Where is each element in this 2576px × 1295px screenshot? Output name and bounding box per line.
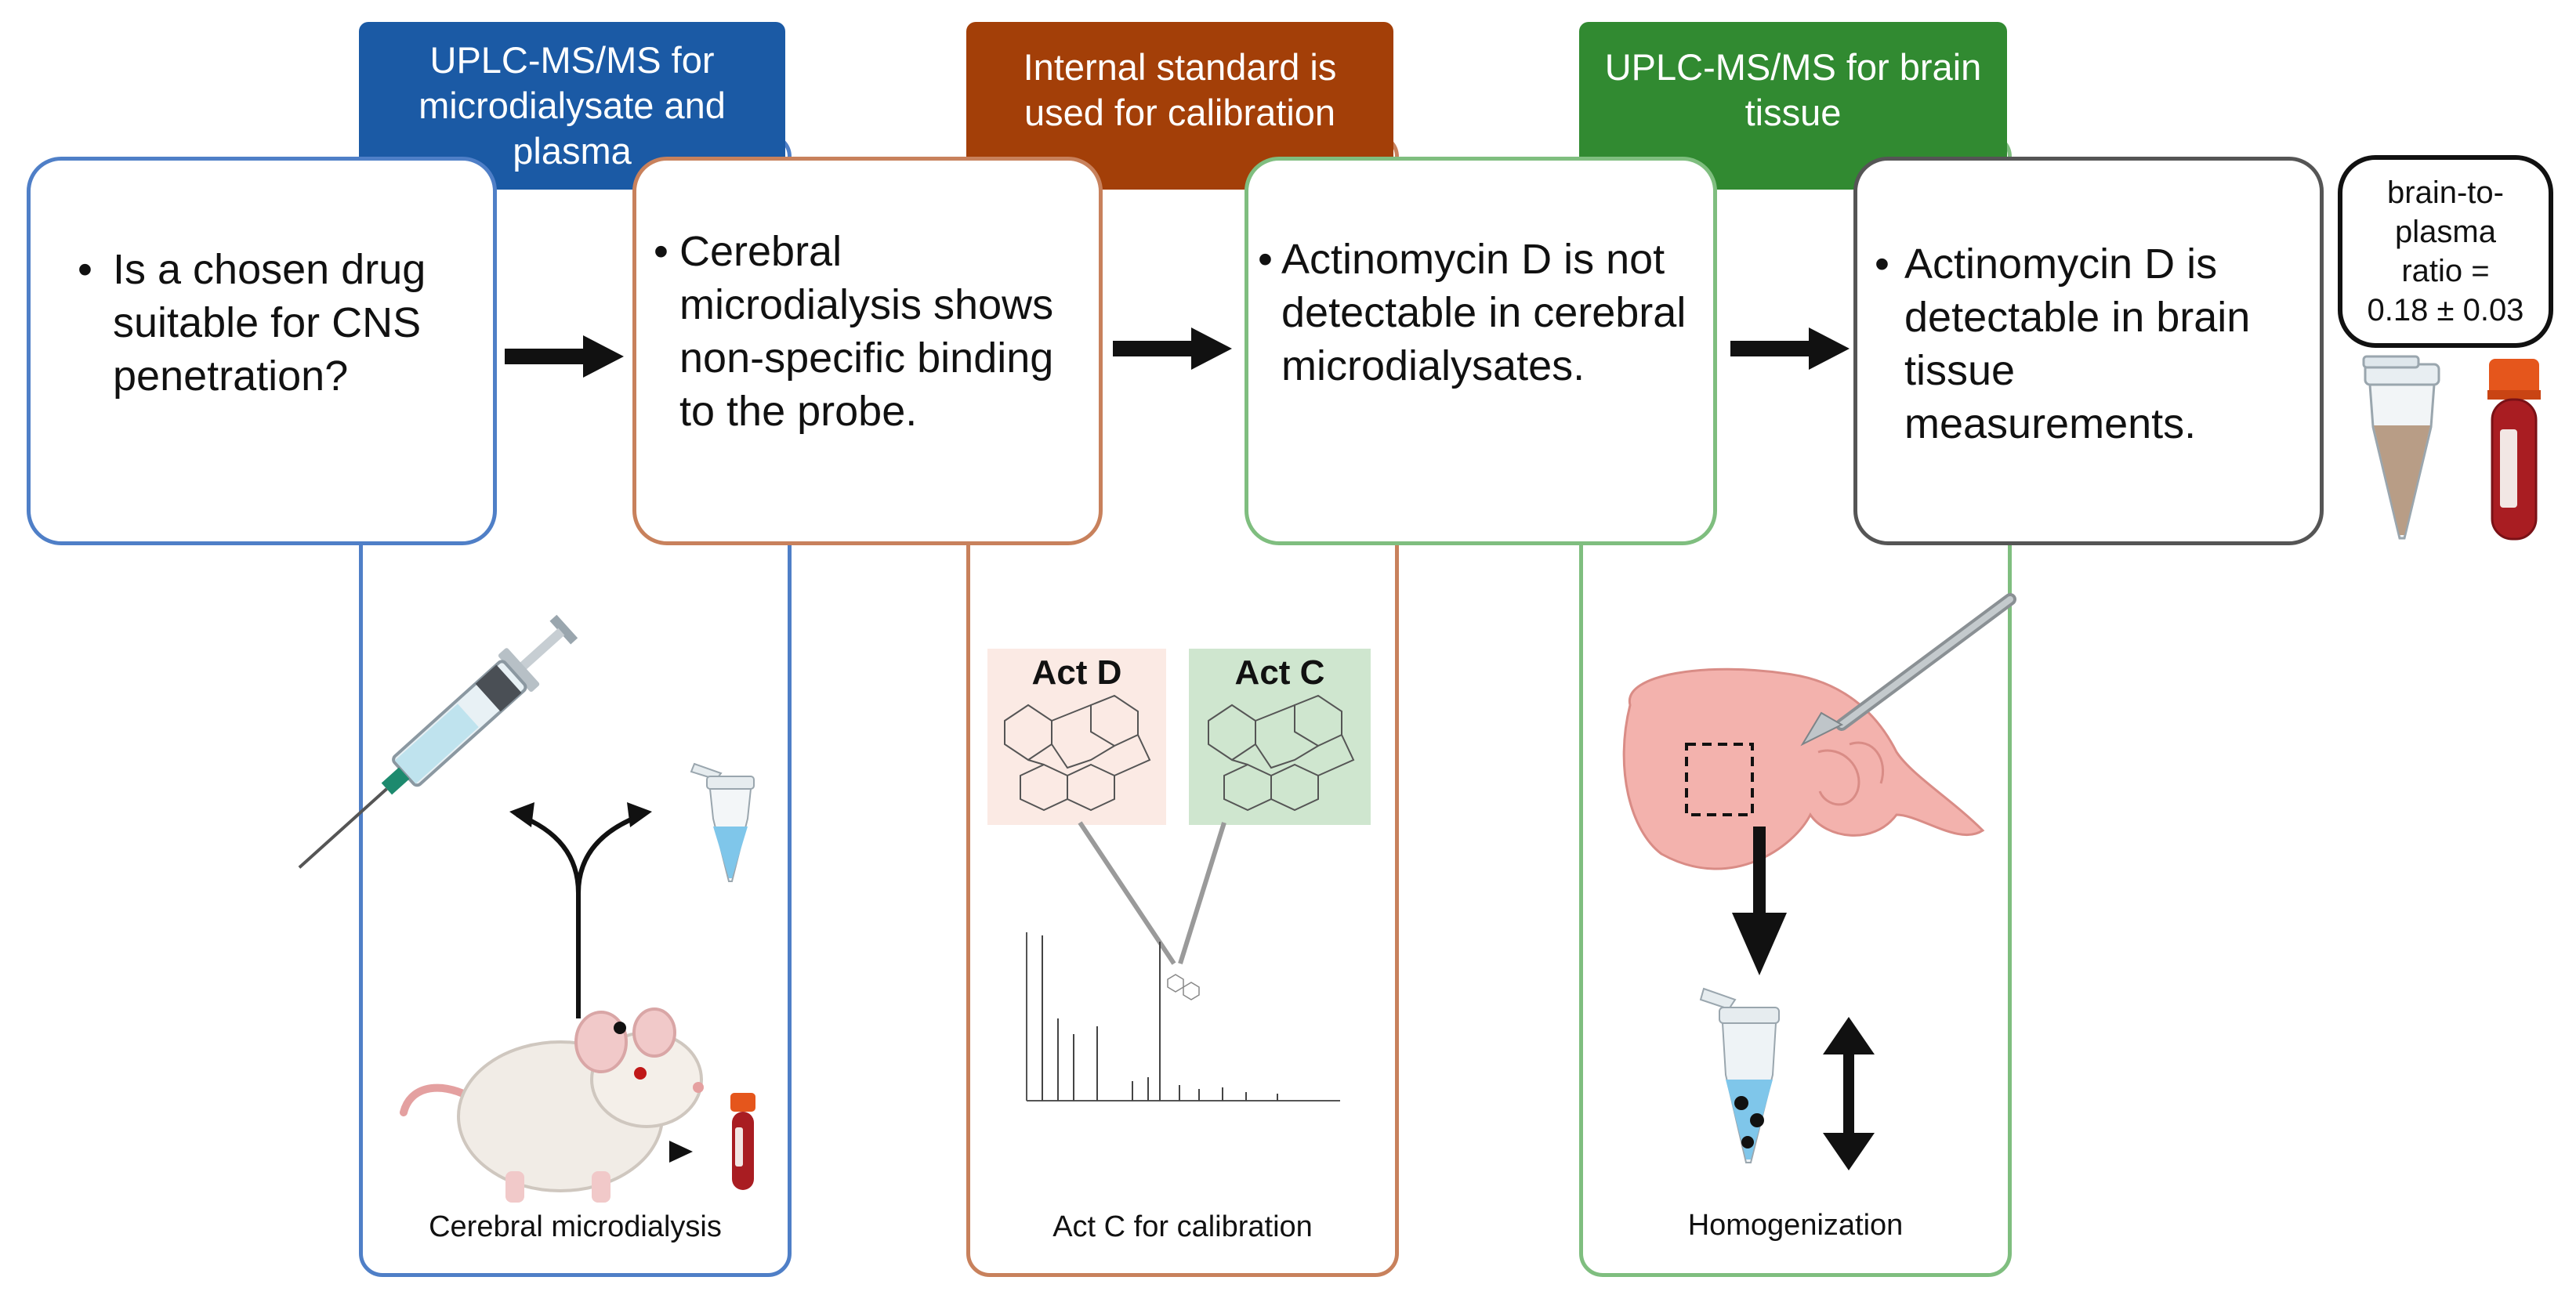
brain-to-plasma-ratio: brain-to- plasma ratio = 0.18 ± 0.03	[2338, 155, 2553, 348]
act-c-structure-box	[1189, 649, 1371, 825]
act-d-structure-box	[987, 649, 1166, 825]
arrow-small-icon	[669, 1141, 693, 1163]
double-arrow-icon	[1823, 1017, 1875, 1170]
step-2-text: Cerebral microdialysis shows non-specifi…	[679, 228, 1054, 435]
step-3-text: Actinomycin D is not detectable in cereb…	[1281, 236, 1687, 389]
act-c-label: Act C	[1234, 653, 1325, 692]
microtube-icon	[1699, 987, 1780, 1163]
step-4-text: Actinomycin D is detectable in brain tis…	[1904, 241, 2251, 447]
arrow-right-icon	[505, 335, 624, 378]
probe-lines	[509, 802, 652, 1018]
arrow-right-icon	[1113, 327, 1232, 370]
bullet-4: •	[1875, 241, 1889, 288]
bullet-1: •	[78, 246, 92, 293]
caption-calibration: Act C for calibration	[1053, 1210, 1313, 1243]
step-box-2: • Cerebral microdialysis shows non-speci…	[632, 157, 1103, 545]
step-box-3: • Actinomycin D is not detectable in cer…	[1245, 157, 1717, 545]
ratio-line-4: 0.18 ± 0.03	[2367, 293, 2524, 327]
act-d-label: Act D	[1031, 653, 1122, 692]
ratio-line-3: ratio =	[2401, 254, 2490, 288]
caption-microdialysis: Cerebral microdialysis	[429, 1210, 722, 1243]
header-internal-standard-text: Internal standard is used for calibratio…	[1023, 46, 1337, 133]
header-uplc-plasma-text: UPLC-MS/MS for microdialysate and plasma	[418, 39, 726, 172]
microtube-icon	[2362, 355, 2440, 540]
arrow-right-icon	[1730, 327, 1850, 370]
caption-homogenization: Homogenization	[1687, 1209, 1904, 1242]
ratio-line-1: brain-to-	[2387, 175, 2504, 210]
mouse-icon	[400, 1007, 704, 1203]
bullet-3: •	[1258, 236, 1273, 283]
step-box-4: • Actinomycin D is detectable in brain t…	[1853, 157, 2324, 545]
mass-spectrum-icon	[1026, 932, 1340, 1101]
scalpel-icon	[1800, 593, 2016, 747]
header-internal-standard: Internal standard is used for calibratio…	[966, 22, 1393, 190]
step-1-text: Is a chosen drug suitable for CNS penetr…	[113, 246, 426, 400]
syringe-icon	[298, 614, 578, 869]
blood-tube-icon	[730, 1093, 755, 1190]
arrow-down-icon	[1732, 827, 1787, 975]
chemical-structure-icon	[1004, 694, 1151, 812]
connector-lines	[1078, 821, 1226, 965]
ratio-line-2: plasma	[2395, 215, 2496, 249]
blood-tube-icon	[2487, 359, 2541, 541]
step-box-1: • Is a chosen drug suitable for CNS pene…	[27, 157, 497, 545]
bullet-2: •	[654, 228, 668, 275]
microtube-icon	[690, 762, 755, 882]
header-uplc-brain-text: UPLC-MS/MS for brain tissue	[1604, 46, 1982, 133]
chemical-structure-icon	[1208, 694, 1355, 812]
brain-icon	[1622, 667, 1985, 870]
